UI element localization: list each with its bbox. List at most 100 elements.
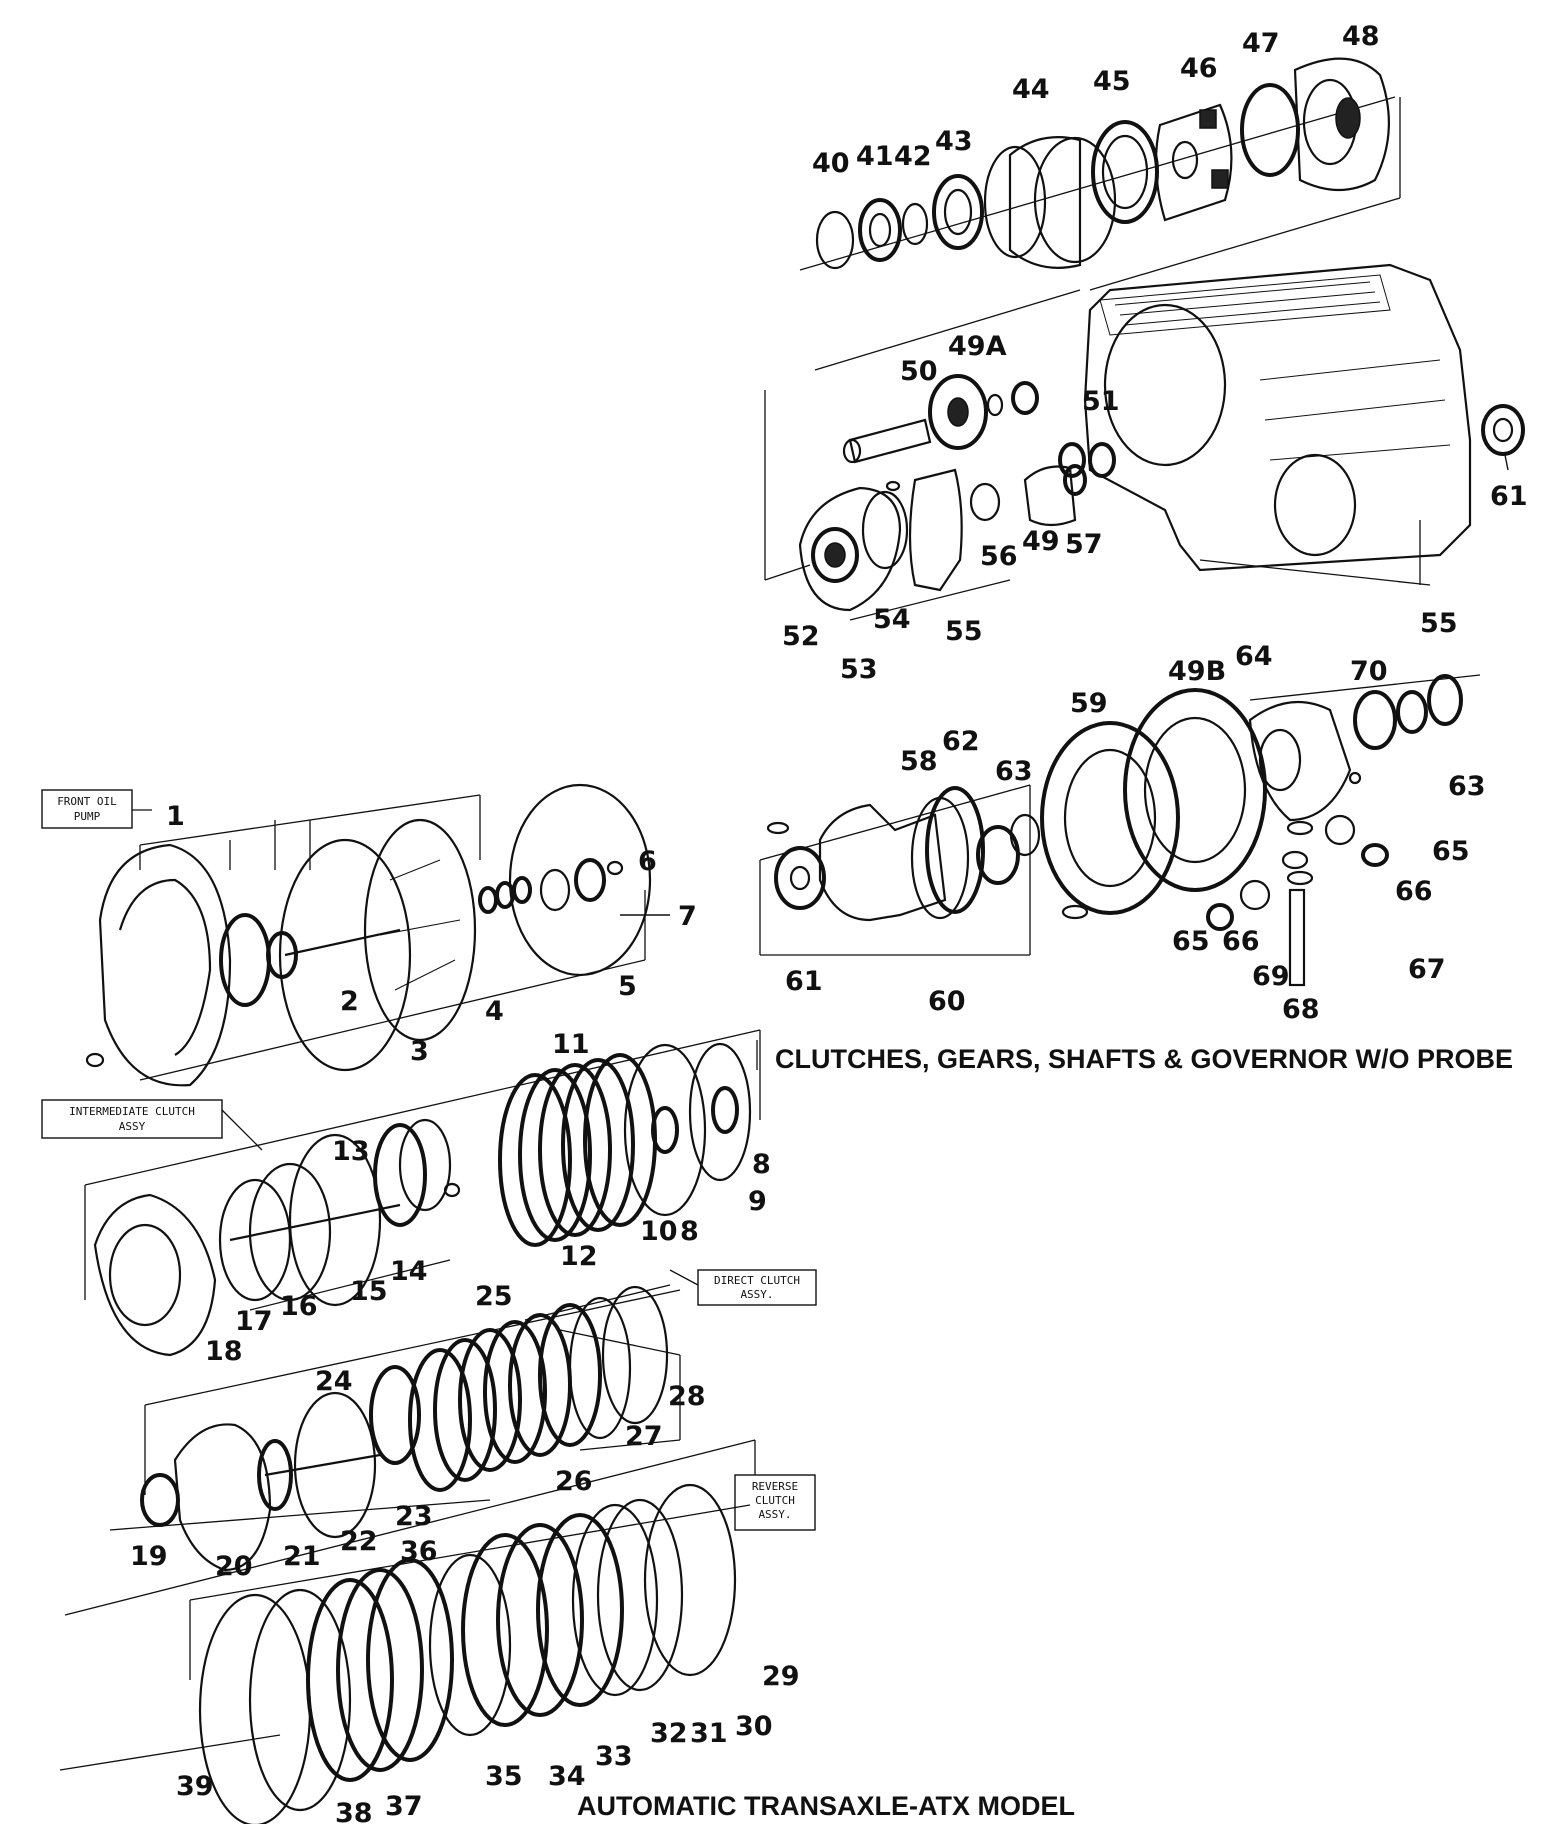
differential-assembly [759,674,1481,987]
part-61-seal-right [1481,404,1525,456]
part-7-bolt [606,860,624,876]
part-17-ring [218,1178,292,1302]
case-assembly [764,263,1525,621]
part-4-seal [478,886,498,914]
callout-18: 18 [205,1336,243,1367]
callout-15: 15 [350,1276,388,1307]
part-15-piston [288,1133,382,1307]
part-49a-gear [928,374,988,450]
callout-64: 64 [1235,641,1273,672]
callout-30: 30 [735,1711,773,1742]
part-34-plate [461,1533,549,1727]
callout-39: 39 [176,1771,214,1802]
callout-58: 58 [900,746,938,777]
callout-9: 9 [748,1186,767,1217]
part-62-ring [925,786,985,914]
part-47-ring [1240,83,1300,177]
part-50-idler-shaft [848,418,932,464]
part-49b-final-drive-gear [1123,688,1267,892]
callout-35: 35 [485,1761,523,1792]
callout-51: 51 [1082,386,1120,417]
part-63-bearing-left [976,825,1020,885]
callout-68: 68 [1282,994,1320,1025]
part-25-plate [408,1348,472,1492]
part-65-washer-right [1361,843,1389,867]
part-26-plate [458,1328,522,1472]
callout-61-left: 61 [785,966,823,997]
intermediate-clutch-group: INTERMEDIATE CLUTCH ASSY [41,1029,761,1357]
callout-36: 36 [400,1536,438,1567]
callout-10: 10 [640,1216,678,1247]
part-16-ring [248,1162,332,1302]
callout-38: 38 [335,1798,373,1824]
callout-16: 16 [280,1291,318,1322]
part-42-washer [901,202,929,246]
callout-6: 6 [638,846,657,877]
callout-65-right: 65 [1432,836,1470,867]
part-12-plate [538,1063,612,1237]
callout-21: 21 [283,1541,321,1572]
part-8-ring [651,1106,679,1154]
direct-clutch-box [697,1269,817,1306]
part-30-spring [596,1498,684,1692]
part-41-bearing [858,198,902,262]
part-14-hub [373,1123,427,1227]
part-27-plate [568,1296,632,1440]
part-44-drum [1008,136,1082,269]
part-23-hub [369,1365,421,1465]
part-67-pinion [1286,820,1314,836]
box-line: ASSY. [758,1508,791,1521]
part-65-washer-left [1206,903,1234,931]
callout-60: 60 [928,986,966,1017]
part-66-gear-right [1324,814,1356,846]
callout-8-lower: 8 [680,1216,699,1247]
part-48-housing [1293,57,1390,192]
part-36-plate [366,1558,454,1762]
part-46-governor [1154,103,1233,222]
callout-63-right: 63 [1448,771,1486,802]
callout-11: 11 [552,1029,590,1060]
part-53-pump-cover [798,486,902,612]
part-32-plate [536,1513,624,1707]
callout-62: 62 [942,726,980,757]
callout-66-left: 66 [1222,926,1260,957]
part-6-plate [508,783,652,977]
part-33-plate [496,1523,584,1717]
front-oil-pump-box [41,789,133,829]
callout-23: 23 [395,1501,433,1532]
callout-49a: 49A [948,331,1007,362]
callout-12: 12 [560,1241,598,1272]
callout-33: 33 [595,1741,633,1772]
part-70-washer [1353,690,1397,750]
callout-1: 1 [166,801,185,832]
callout-2: 2 [340,986,359,1017]
callout-69: 69 [1252,961,1290,992]
box-line: ASSY. [740,1288,773,1301]
front-oil-pump-group: FRONT OIL PUMP [41,783,652,1087]
callout-67: 67 [1408,954,1446,985]
box-line: REVERSE [752,1480,798,1493]
callout-59: 59 [1070,688,1108,719]
part-52-bearing [811,527,859,583]
part-28-snap-ring [601,1285,669,1425]
part-57-bearing [1063,464,1087,496]
callout-53: 53 [840,654,878,685]
box-line: INTERMEDIATE CLUTCH [69,1105,195,1118]
callout-46: 46 [1180,53,1218,84]
callout-3: 3 [410,1036,429,1067]
callout-32: 32 [650,1718,688,1749]
part-51-washer [1058,442,1086,478]
callout-54: 54 [873,604,911,635]
callout-14: 14 [390,1256,428,1287]
callout-29: 29 [762,1661,800,1692]
caption-lower: AUTOMATIC TRANSAXLE-ATX MODEL [577,1791,1075,1821]
callout-13: 13 [332,1136,370,1167]
callout-49: 49 [1022,526,1060,557]
part-61-seal-left [774,846,826,910]
callout-70: 70 [1350,656,1388,687]
part-69-pin-clip [1281,850,1309,870]
part-19-seal [140,1473,180,1527]
callout-27: 27 [625,1421,663,1452]
callout-47: 47 [1242,28,1280,59]
